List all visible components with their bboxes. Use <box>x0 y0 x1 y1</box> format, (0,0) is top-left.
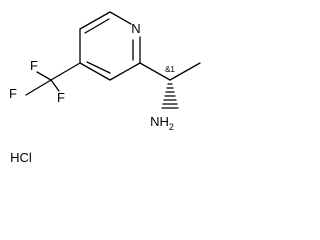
bond-ring-to-chiral-carbon <box>139 62 171 81</box>
fluorine-top-label: F <box>30 58 38 73</box>
ethylamine-side-chain <box>139 62 201 109</box>
fluorine-left-label: F <box>9 86 17 101</box>
hydrochloride-salt-label: HCl <box>10 150 32 165</box>
amine-subscript: 2 <box>169 122 174 132</box>
bond-c-f-top <box>36 71 52 81</box>
ring-bond-c1-c6 <box>109 62 141 81</box>
ring-bond-c5-c6 <box>79 62 111 81</box>
ring-bond-c3-n <box>109 11 132 25</box>
bond-ring-to-cf3 <box>50 62 81 81</box>
amine-label: NH2 <box>150 114 174 132</box>
chemical-structure: N F F F &1 NH2 HCl <box>9 11 201 165</box>
bond-c-f-left <box>25 79 52 96</box>
bond-c-f-bottom <box>50 79 60 92</box>
bond-chiral-carbon-to-methyl <box>169 62 201 81</box>
ring-double-bond-c3-c4 <box>84 18 110 34</box>
ring-double-bond-c5-c6 <box>86 61 111 74</box>
stereo-label: &1 <box>165 65 175 74</box>
hashed-wedge-bond <box>161 83 179 109</box>
pyridine-ring <box>79 11 141 81</box>
ring-bond-c3-c4 <box>79 11 111 30</box>
amine-main-text: NH <box>150 114 169 129</box>
fluorine-bottom-label: F <box>57 90 65 105</box>
ring-nitrogen-label: N <box>131 21 140 36</box>
trifluoromethyl-group <box>25 62 81 96</box>
